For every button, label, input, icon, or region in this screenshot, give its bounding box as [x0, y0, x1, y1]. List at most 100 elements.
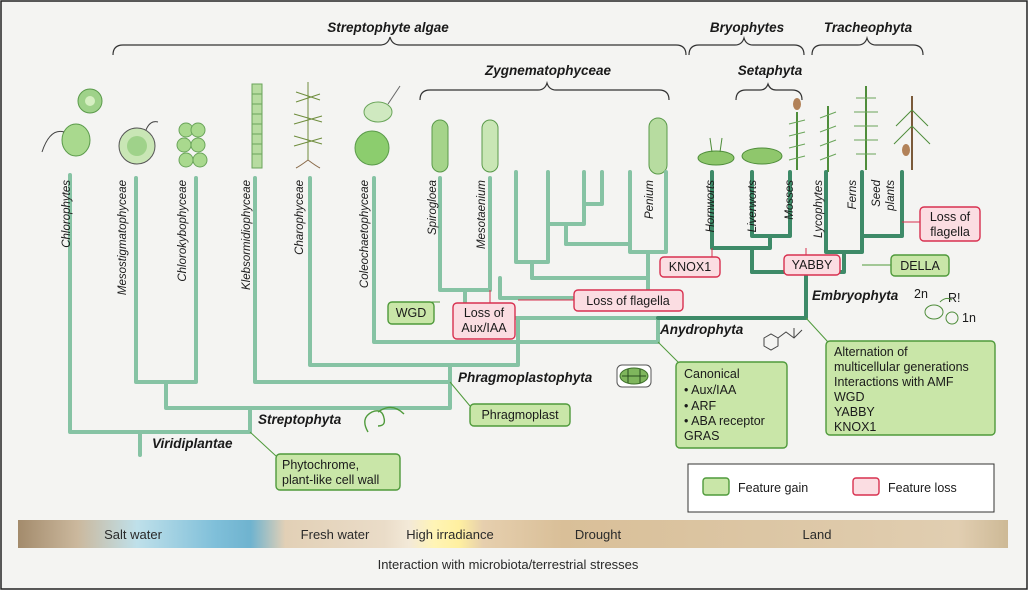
legend-loss-swatch	[852, 477, 880, 496]
hornwort-icon	[697, 137, 735, 166]
svg-text:KNOX1: KNOX1	[669, 260, 711, 274]
taxon-klebsormidiophyceae: Klebsormidiophyceae	[241, 180, 253, 290]
legend-gain-swatch	[702, 477, 730, 496]
phragmoplast-icon	[616, 364, 652, 388]
svg-text:Phytochrome,: Phytochrome,	[282, 458, 359, 472]
streptophyta-sprout-icon	[364, 406, 405, 433]
klebsormidium-icon	[251, 83, 263, 169]
svg-text:Loss of: Loss of	[930, 210, 971, 224]
env-salt-water: Salt water	[104, 527, 162, 542]
chara-icon	[293, 82, 323, 169]
life-cycle-icon: 2n R! 1n	[914, 287, 976, 325]
clade-streptophyta: Streptophyta	[258, 412, 342, 427]
clade-phragmoplastophyta: Phragmoplastophyta	[458, 370, 593, 385]
legend-loss-label: Feature loss	[888, 481, 957, 495]
liverwort-icon	[741, 147, 783, 165]
chlorokybus-icon	[176, 122, 208, 168]
organism-illustrations	[41, 82, 931, 175]
clade-streptophyte-algae: Streptophyte algae	[327, 20, 449, 35]
taxon-mesotaenium: Mesotaenium	[476, 180, 488, 249]
legend: Feature gain Feature loss	[687, 463, 995, 513]
taxon-hornworts: Hornworts	[705, 180, 717, 233]
svg-text:1n: 1n	[962, 311, 976, 325]
clade-brackets	[112, 35, 924, 101]
mesostigma-icon	[118, 121, 159, 165]
loss-aux-iaa: Loss of Aux/IAA	[452, 290, 516, 340]
taxon-liverworts: Liverworts	[747, 180, 759, 233]
loss-knox1: KNOX1	[659, 248, 721, 278]
gain-phytochrome: Phytochrome, plant-like cell wall	[249, 431, 401, 491]
penium-icon	[648, 117, 668, 175]
taxon-mesostigmatophyceae: Mesostigmatophyceae	[117, 180, 129, 295]
svg-text:GRAS: GRAS	[684, 429, 719, 443]
svg-text:Loss of: Loss of	[464, 306, 505, 320]
svg-text:Alternation of: Alternation of	[834, 345, 908, 359]
svg-text:Aux/IAA: Aux/IAA	[461, 321, 507, 335]
svg-text:Interactions with AMF: Interactions with AMF	[834, 375, 954, 389]
env-land: Land	[803, 527, 832, 542]
svg-text:multicellular generations: multicellular generations	[834, 360, 969, 374]
gain-phragmoplast: Phragmoplast	[449, 381, 571, 427]
svg-text:YABBY: YABBY	[792, 258, 833, 272]
env-high-irradiance: High irradiance	[406, 527, 493, 542]
environment-bar	[18, 520, 1008, 548]
loss-flagella-seed-plants: Loss of flagella	[902, 206, 981, 242]
taxon-labels: Chlorophytes Mesostigmatophyceae Chlorok…	[61, 179, 897, 295]
taxon-penium: Penium	[644, 180, 656, 219]
svg-text:Loss of flagella: Loss of flagella	[586, 294, 669, 308]
mesotaenium-icon	[481, 119, 499, 173]
moss-icon	[788, 98, 806, 170]
coleochaete-icon	[354, 85, 401, 166]
seed-plant-icon	[893, 96, 931, 170]
legend-gain-label: Feature gain	[738, 481, 808, 495]
taxon-mosses: Mosses	[784, 180, 796, 220]
lycophyte-icon	[819, 106, 837, 172]
loss-yabby: YABBY	[783, 248, 841, 276]
taxon-chlorophytes: Chlorophytes	[61, 180, 73, 248]
taxon-ferns: Ferns	[847, 180, 859, 210]
svg-text:R!: R!	[948, 291, 961, 305]
gain-embryophyta: Alternation of multicellular generations…	[805, 317, 996, 436]
clade-anydrophyta: Anydrophyta	[659, 322, 744, 337]
taxon-seed: Seed	[871, 179, 883, 206]
spirogloea-icon	[431, 119, 449, 173]
svg-text:flagella: flagella	[930, 225, 970, 239]
clade-zygnematophyceae: Zygnematophyceae	[484, 63, 612, 78]
env-drought: Drought	[575, 527, 622, 542]
svg-text:WGD: WGD	[834, 390, 865, 404]
gain-wgd: WGD	[387, 301, 440, 325]
svg-text:• Aux/IAA: • Aux/IAA	[684, 383, 737, 397]
taxon-charophyceae: Charophyceae	[294, 180, 306, 255]
svg-text:KNOX1: KNOX1	[834, 420, 876, 434]
taxon-coleochaetophyceae: Coleochaetophyceae	[359, 180, 371, 288]
loss-flagella-zygnematophyceae: Loss of flagella	[518, 289, 684, 312]
svg-text:• ARF: • ARF	[684, 399, 717, 413]
taxon-chlorokybophyceae: Chlorokybophyceae	[177, 180, 189, 282]
svg-text:plant-like cell wall: plant-like cell wall	[282, 473, 379, 487]
clade-embryophyta: Embryophyta	[812, 288, 899, 303]
gain-canonical: Canonical • Aux/IAA • ARF • ABA receptor…	[657, 341, 788, 449]
svg-text:2n: 2n	[914, 287, 928, 301]
svg-text:Canonical: Canonical	[684, 367, 740, 381]
alkaloid-structure-icon	[763, 328, 803, 351]
clade-tracheophyta: Tracheophyta	[824, 20, 913, 35]
taxon-plants: plants	[885, 180, 897, 212]
clade-bryophytes: Bryophytes	[710, 20, 785, 35]
svg-text:DELLA: DELLA	[900, 259, 940, 273]
svg-text:WGD: WGD	[396, 306, 427, 320]
svg-text:Phragmoplast: Phragmoplast	[481, 408, 559, 422]
gain-della: DELLA	[862, 254, 950, 277]
clade-setaphyta: Setaphyta	[738, 63, 803, 78]
fern-icon	[854, 86, 878, 170]
taxon-lycophytes: Lycophytes	[813, 180, 825, 238]
taxon-spirogloea: Spirogloea	[427, 180, 439, 235]
chlorophyte-icon	[41, 88, 103, 157]
svg-text:YABBY: YABBY	[834, 405, 875, 419]
tree-branches	[68, 170, 668, 457]
svg-text:• ABA receptor: • ABA receptor	[684, 414, 765, 428]
clade-viridiplantae: Viridiplantae	[152, 436, 233, 451]
bottom-caption: Interaction with microbiota/terrestrial …	[378, 557, 639, 572]
env-fresh-water: Fresh water	[301, 527, 370, 542]
